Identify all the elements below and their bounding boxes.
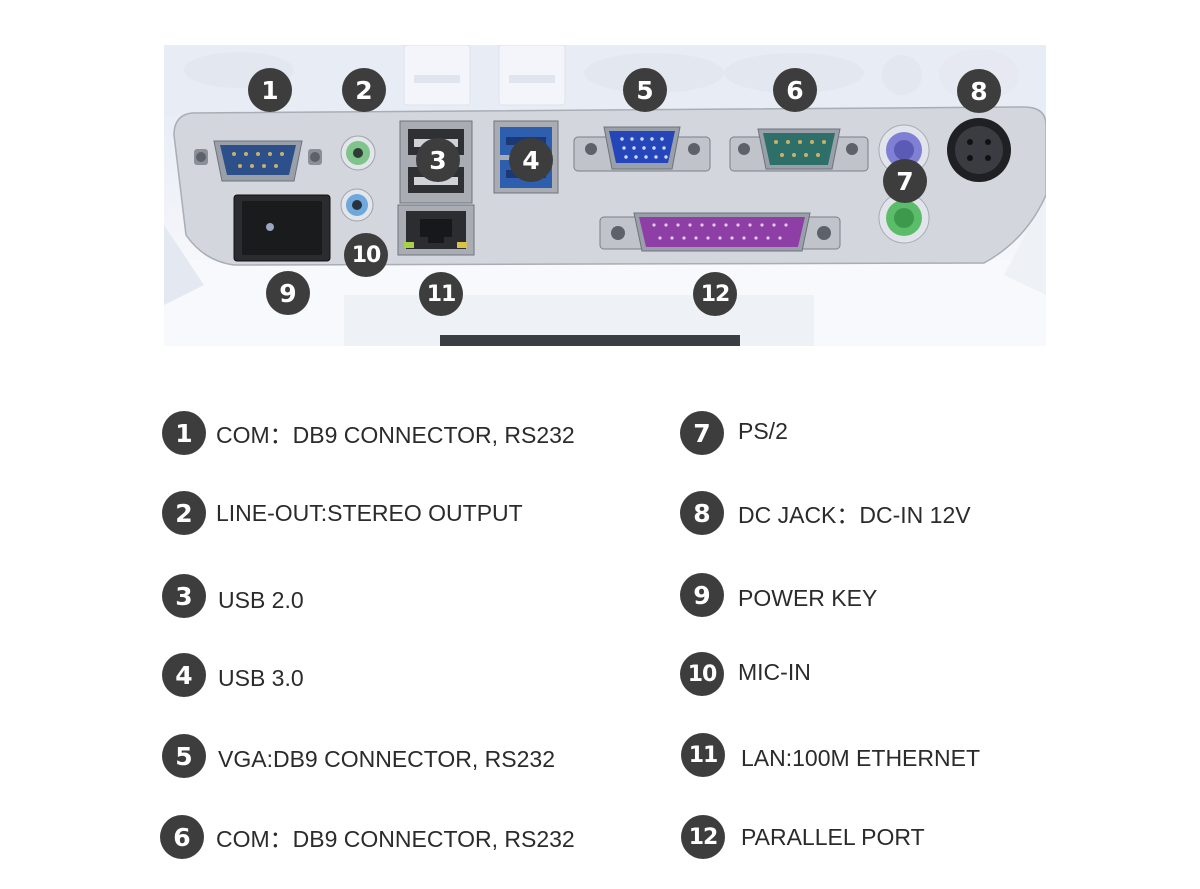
photo-marker-9: 9 xyxy=(266,271,310,315)
legend-number-8: 8 xyxy=(680,491,724,535)
legend-text-3: USB 2.0 xyxy=(218,586,304,613)
legend-text-5: VGA:DB9 CONNECTOR, RS232 xyxy=(218,745,556,772)
legend-number-3: 3 xyxy=(162,574,206,618)
legend-item-2: 2 LINE-OUT:STEREO OUTPUT xyxy=(162,491,523,535)
legend-number-9: 9 xyxy=(680,573,724,617)
legend-item-7: 7 PS/2 xyxy=(680,411,788,455)
legend-item-5: 5 VGA:DB9 CONNECTOR, RS232 xyxy=(162,734,555,778)
photo-marker-11: 11 xyxy=(419,272,463,316)
legend-text-9: POWER KEY xyxy=(738,584,878,611)
legend-number-2: 2 xyxy=(162,491,206,535)
photo-marker-2: 2 xyxy=(342,68,386,112)
legend-text-4: USB 3.0 xyxy=(218,664,304,691)
photo-marker-10: 10 xyxy=(344,233,388,277)
photo-marker-6: 6 xyxy=(773,68,817,112)
photo-marker-8: 8 xyxy=(957,69,1001,113)
legend-item-8: 8 DC JACK：DC-IN 12V xyxy=(680,491,971,535)
legend-number-1: 1 xyxy=(162,411,206,455)
legend-text-7: PS/2 xyxy=(738,417,788,444)
legend-text-8: DC JACK：DC-IN 12V xyxy=(738,502,971,528)
legend-item-10: 10 MIC-IN xyxy=(680,652,811,696)
legend-item-3: 3 USB 2.0 xyxy=(162,574,304,618)
legend-text-11: LAN:100M ETHERNET xyxy=(741,744,981,771)
legend-number-11: 11 xyxy=(681,733,725,777)
legend-text-12: PARALLEL PORT xyxy=(741,823,925,850)
photo-marker-7: 7 xyxy=(883,159,927,203)
legend-number-5: 5 xyxy=(162,734,206,778)
photo-marker-12: 12 xyxy=(693,272,737,316)
legend-item-11: 11 LAN:100M ETHERNET xyxy=(681,733,980,777)
legend-item-9: 9 POWER KEY xyxy=(680,573,877,617)
legend-number-4: 4 xyxy=(162,653,206,697)
legend-number-6: 6 xyxy=(160,815,204,859)
photo-marker-3: 3 xyxy=(416,138,460,182)
legend-number-10: 10 xyxy=(680,652,724,696)
legend-item-1: 1 COM：DB9 CONNECTOR, RS232 xyxy=(162,411,575,455)
legend-item-4: 4 USB 3.0 xyxy=(162,653,304,697)
photo-marker-5: 5 xyxy=(623,68,667,112)
legend-item-6: 6 COM：DB9 CONNECTOR, RS232 xyxy=(160,815,575,859)
legend-number-12: 12 xyxy=(681,815,725,859)
legend-text-1: COM：DB9 CONNECTOR, RS232 xyxy=(216,422,575,448)
photo-marker-4: 4 xyxy=(509,138,553,182)
legend-text-10: MIC-IN xyxy=(738,658,811,685)
legend-text-6: COM：DB9 CONNECTOR, RS232 xyxy=(216,826,575,852)
io-panel-photo: 1 2 3 4 5 6 7 8 9 10 11 12 xyxy=(164,45,1046,346)
photo-marker-1: 1 xyxy=(248,68,292,112)
legend-number-7: 7 xyxy=(680,411,724,455)
legend-item-12: 12 PARALLEL PORT xyxy=(681,815,925,859)
legend-text-2: LINE-OUT:STEREO OUTPUT xyxy=(216,499,523,526)
